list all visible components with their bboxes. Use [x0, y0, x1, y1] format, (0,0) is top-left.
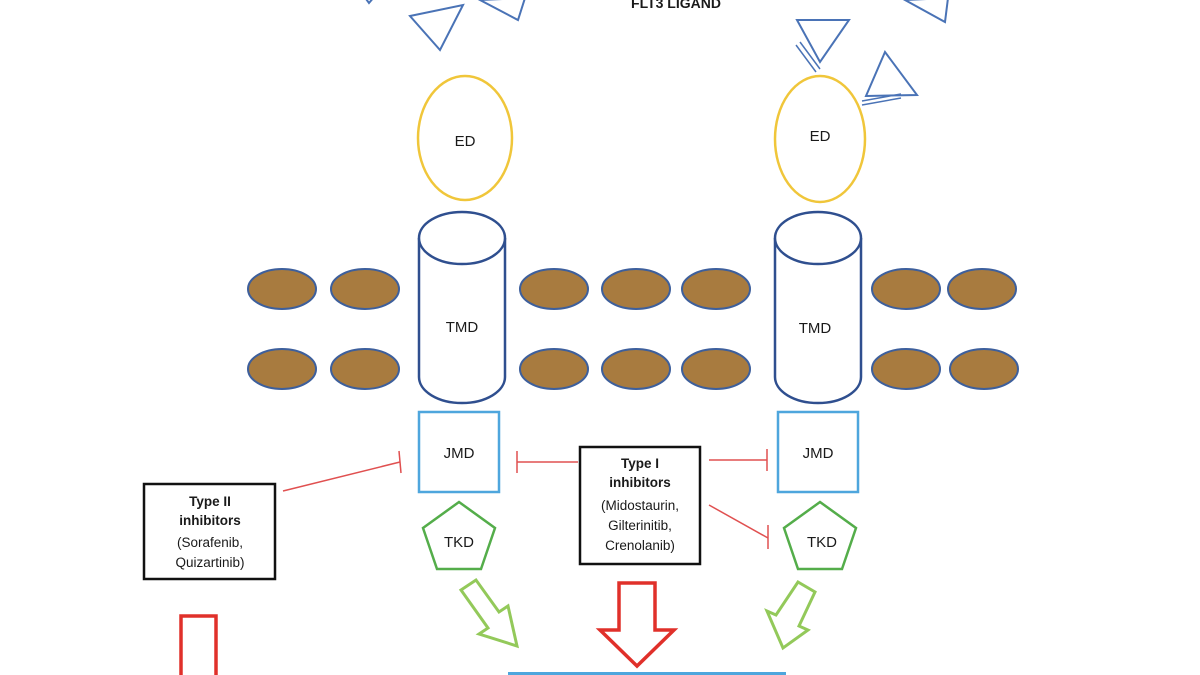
lipid-oval: [330, 268, 400, 310]
inhibition-line-type1-tkd: [708, 504, 769, 539]
ligand-triangle: [795, 19, 851, 64]
ed-label-right: ED: [810, 128, 831, 145]
lipid-oval: [247, 348, 317, 390]
signal-arrow-left: [458, 577, 520, 649]
lipid-oval: [947, 268, 1017, 310]
lipid-oval: [330, 348, 400, 390]
transmembrane-domain-left: [417, 210, 507, 405]
transmembrane-domain-right: [773, 210, 863, 405]
tmd-label-right: TMD: [799, 320, 832, 337]
extracellular-domain-left: [416, 74, 514, 202]
flt3-ligand-heading: FLT3 LIGAND: [631, 0, 721, 11]
red-down-arrow-center: [595, 581, 679, 669]
type1-title-line2: inhibitors: [609, 475, 671, 490]
ligand-triangle: [902, 0, 949, 24]
type2-drugs-line1: (Sorafenib,: [177, 535, 243, 550]
lipid-oval: [949, 348, 1019, 390]
ligand-triangle: [365, 0, 373, 5]
tkd-label-right: TKD: [807, 534, 837, 551]
ligand-binding-lines: [795, 41, 902, 106]
type2-inhibitors-box: Type II inhibitors (Sorafenib, Quizartin…: [142, 482, 277, 581]
jmd-label-left: JMD: [444, 445, 475, 462]
signal-arrow-right: [764, 579, 817, 651]
type1-drugs-line1: (Midostaurin,: [601, 498, 679, 513]
kinase-domain-left: [421, 500, 497, 571]
inhibition-line-type2: [282, 461, 401, 492]
lipid-oval: [601, 348, 671, 390]
red-arrow-left: [179, 614, 218, 675]
ligand-triangle: [408, 3, 465, 52]
lipid-bilayer: [247, 268, 1019, 390]
lipid-oval: [247, 268, 317, 310]
type2-title-line2: inhibitors: [179, 513, 241, 528]
type1-inhibitors-box: Type I inhibitors (Midostaurin, Gilterin…: [578, 445, 702, 566]
type2-drugs-line2: Quizartinib): [175, 555, 244, 570]
lipid-oval: [519, 348, 589, 390]
ligand-triangle: [864, 50, 919, 98]
tkd-label-left: TKD: [444, 534, 474, 551]
jmd-label-right: JMD: [803, 445, 834, 462]
juxtamembrane-domain-right: [776, 410, 860, 494]
lipid-oval: [681, 268, 751, 310]
type1-drugs-line3: Crenolanib): [605, 538, 675, 553]
lipid-oval: [519, 268, 589, 310]
extracellular-domain-right: [773, 74, 867, 204]
ligand-triangles: [365, 0, 949, 98]
tmd-label-left: TMD: [446, 319, 479, 336]
type1-drugs-line2: Gilterinitib,: [608, 518, 672, 533]
kinase-domain-right: [782, 500, 858, 571]
inhibition-lines: [282, 449, 769, 549]
type1-title-line1: Type I: [621, 456, 659, 471]
lipid-oval: [871, 348, 941, 390]
type2-title-line1: Type II: [189, 494, 231, 509]
ligand-triangle: [477, 0, 526, 22]
lipid-oval: [601, 268, 671, 310]
lipid-oval: [681, 348, 751, 390]
ed-label-left: ED: [455, 133, 476, 150]
juxtamembrane-domain-left: [417, 410, 501, 494]
lipid-oval: [871, 268, 941, 310]
